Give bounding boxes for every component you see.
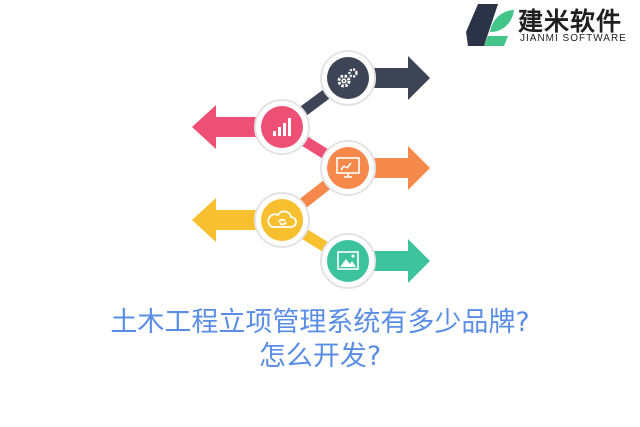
picture-node — [320, 233, 376, 289]
arrow-left-2 — [192, 105, 282, 149]
arrow-right-5 — [348, 239, 430, 283]
gears-icon — [337, 68, 358, 88]
arrow-right-1 — [348, 56, 430, 100]
arrow-right-3 — [348, 146, 430, 190]
title-line-2: 怎么开发? — [258, 341, 382, 372]
brand-logo: 建米软件 JIANMI SOFTWARE — [464, 2, 640, 48]
cloud-node — [254, 192, 310, 248]
arrow-left-4 — [192, 198, 282, 242]
brand-name-cn: 建米软件 — [518, 7, 623, 36]
gears-node — [320, 50, 376, 106]
cloud-sync-icon — [267, 210, 297, 228]
process-infographic — [192, 50, 430, 289]
chart-node — [254, 99, 310, 155]
title-line-1: 土木工程立项管理系统有多少品牌? — [110, 307, 530, 338]
picture-icon — [337, 251, 359, 270]
brand-mark-icon — [466, 4, 514, 46]
presentation-icon — [336, 157, 360, 178]
page-title: 土木工程立项管理系统有多少品牌? 怎么开发? — [40, 306, 600, 374]
presentation-node — [320, 140, 376, 196]
brand-name-en: JIANMI SOFTWARE — [520, 33, 627, 44]
bar-chart-icon — [273, 118, 291, 136]
